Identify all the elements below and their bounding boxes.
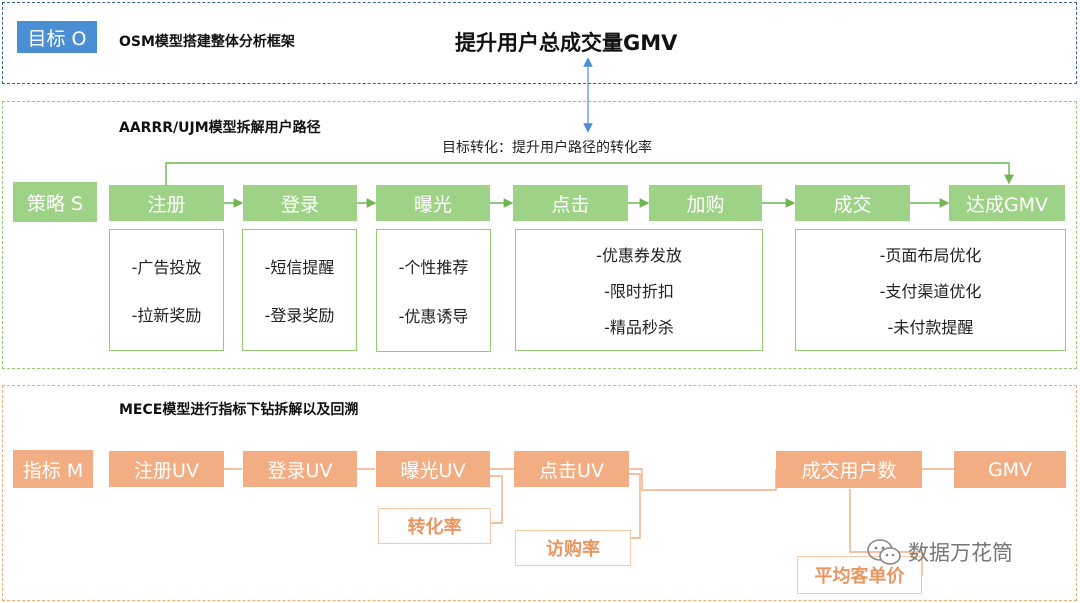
tactic-item: -支付渠道优化 xyxy=(879,282,982,301)
metric-gmv: GMV xyxy=(954,451,1066,488)
tactics-deal: -页面布局优化 -支付渠道优化 -未付款提醒 xyxy=(795,229,1066,351)
metrics-caption: MECE模型进行指标下钻拆解以及回溯 xyxy=(119,402,359,418)
tactic-item: -个性推荐 xyxy=(398,258,469,278)
tactics-register: -广告投放 -拉新奖励 xyxy=(109,229,224,351)
metric-deal-users: 成交用户数 xyxy=(776,451,922,488)
step-click: 点击 xyxy=(513,185,628,221)
metric-conversion-rate: 转化率 xyxy=(378,508,491,544)
tactic-item: -页面布局优化 xyxy=(879,246,982,265)
strategy-frame xyxy=(2,101,1077,369)
metric-purchase-rate: 访购率 xyxy=(515,530,631,566)
tactic-item: -精品秒杀 xyxy=(604,318,674,337)
step-reach-gmv: 达成GMV xyxy=(949,185,1065,221)
step-login: 登录 xyxy=(243,185,357,221)
tactic-item: -拉新奖励 xyxy=(131,306,202,325)
metrics-frame xyxy=(2,385,1077,601)
objective-tag: 目标 O xyxy=(17,21,97,53)
objective-caption: OSM模型搭建整体分析框架 xyxy=(119,34,295,50)
watermark-text: 数据万花筒 xyxy=(908,541,1013,565)
tactic-item: -短信提醒 xyxy=(264,258,335,277)
watermark: 数据万花筒 xyxy=(866,537,1013,567)
metric-exposure-uv: 曝光UV xyxy=(376,451,490,487)
strategy-caption: AARRR/UJM模型拆解用户路径 xyxy=(119,120,321,136)
objective-frame xyxy=(2,2,1077,84)
step-add-to-cart: 加购 xyxy=(649,185,762,221)
tactics-click-cart: -优惠券发放 -限时折扣 -精品秒杀 xyxy=(515,229,763,351)
tactic-item: -优惠券发放 xyxy=(596,246,682,265)
tactic-item: -优惠诱导 xyxy=(398,306,469,326)
wechat-icon xyxy=(867,539,901,565)
metric-login-uv: 登录UV xyxy=(243,451,357,487)
metric-avg-order-value: 平均客单价 xyxy=(797,556,922,594)
step-deal: 成交 xyxy=(795,185,910,221)
step-exposure: 曝光 xyxy=(376,185,490,221)
goal-title: 提升用户总成交量GMV xyxy=(455,31,678,55)
tactics-exposure: -个性推荐 -优惠诱导 xyxy=(376,229,491,352)
tactic-item: -登录奖励 xyxy=(264,306,335,325)
tactic-item: -限时折扣 xyxy=(604,282,674,301)
tactic-item: -广告投放 xyxy=(131,258,202,277)
metrics-tag: 指标 M xyxy=(13,450,93,488)
step-register: 注册 xyxy=(109,185,224,221)
tactics-login: -短信提醒 -登录奖励 xyxy=(242,229,357,351)
strategy-tag: 策略 S xyxy=(13,182,97,222)
tactic-item: -未付款提醒 xyxy=(887,318,974,337)
metric-click-uv: 点击UV xyxy=(514,451,629,487)
metric-register-uv: 注册UV xyxy=(109,451,224,487)
conversion-note: 目标转化：提升用户路径的转化率 xyxy=(442,140,652,156)
